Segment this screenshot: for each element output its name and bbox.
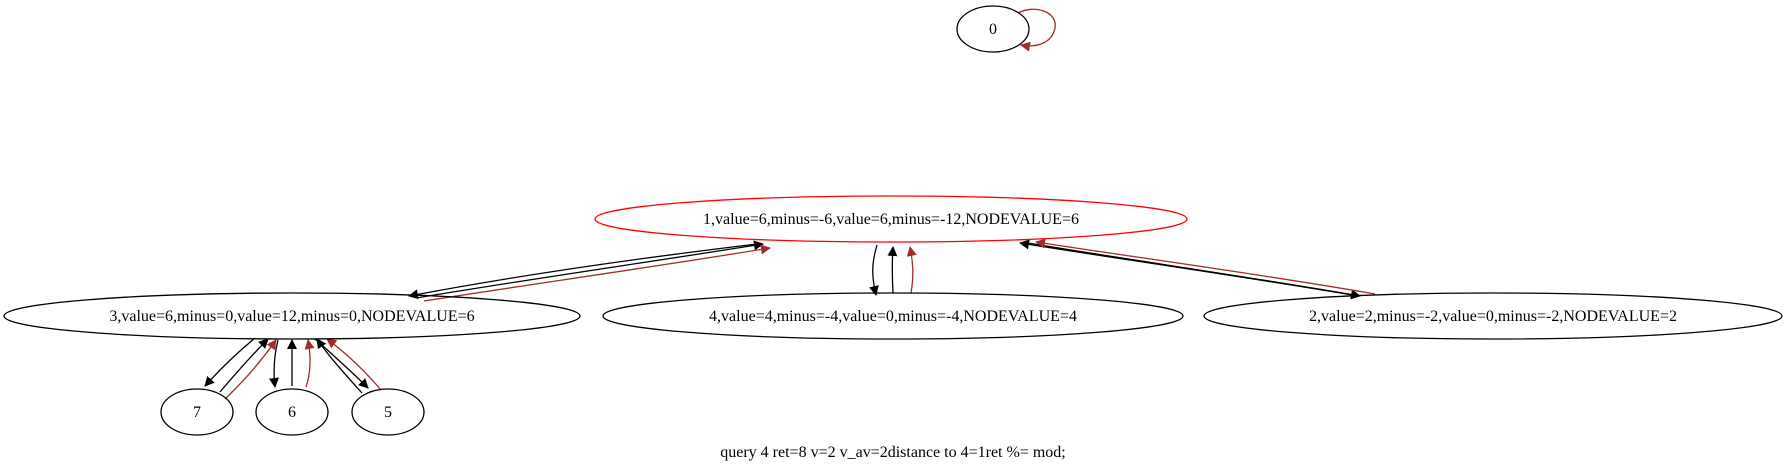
edge-7-3-back [224,339,277,400]
node-2-shape [1203,292,1783,340]
edge-6-3-back [304,339,315,388]
node-4[interactable]: 4,value=4,minus=-4,value=0,minus=-4,NODE… [602,292,1184,340]
edge-3-1 [415,240,764,299]
node-2[interactable]: 2,value=2,minus=-2,value=0,minus=-2,NODE… [1203,292,1783,340]
edge-4-1-back [906,246,917,294]
edge-2-1 [1019,239,1353,296]
edge-3-7 [204,337,256,387]
edge-0-0 [1017,8,1056,52]
node-4-shape [602,292,1184,340]
edge-1-4 [869,244,879,296]
node-5-shape [351,388,425,436]
node-2-label: 2,value=2,minus=-2,value=0,minus=-2,NODE… [1309,308,1677,325]
node-7-label: 7 [193,404,201,421]
graph-caption: query 4 ret=8 v=2 v_av=2distance to 4=1r… [720,444,1065,461]
edges [204,8,1376,400]
edge-1-3 [408,243,758,300]
node-3-shape [3,292,581,340]
edge-4-1 [887,246,898,294]
node-5[interactable]: 5 [351,388,425,436]
nodes: 0 1,value=6,minus=-6,value=6,minus=-12,N… [3,5,1783,436]
node-0-label: 0 [989,21,997,38]
node-0[interactable]: 0 [956,5,1030,53]
node-1-label: 1,value=6,minus=-6,value=6,minus=-12,NOD… [703,211,1079,228]
node-4-label: 4,value=4,minus=-4,value=0,minus=-4,NODE… [709,308,1077,325]
edge-5-3 [316,338,363,394]
node-1[interactable]: 1,value=6,minus=-6,value=6,minus=-12,NOD… [594,195,1188,243]
node-5-label: 5 [384,404,392,421]
node-3[interactable]: 3,value=6,minus=0,value=12,minus=0,NODEV… [3,292,581,340]
node-7[interactable]: 7 [160,388,234,436]
node-1-shape [594,195,1188,243]
node-6-label: 6 [288,404,296,421]
edge-5-3-back [326,338,382,391]
node-0-shape [956,5,1030,53]
node-6[interactable]: 6 [255,388,329,436]
edge-2-1-back [1035,238,1376,295]
edge-7-3 [219,338,269,393]
edge-3-1-back [423,244,771,302]
node-3-label: 3,value=6,minus=0,value=12,minus=0,NODEV… [109,308,474,325]
node-7-shape [160,388,234,436]
edge-3-6 [268,339,279,388]
node-6-shape [255,388,329,436]
